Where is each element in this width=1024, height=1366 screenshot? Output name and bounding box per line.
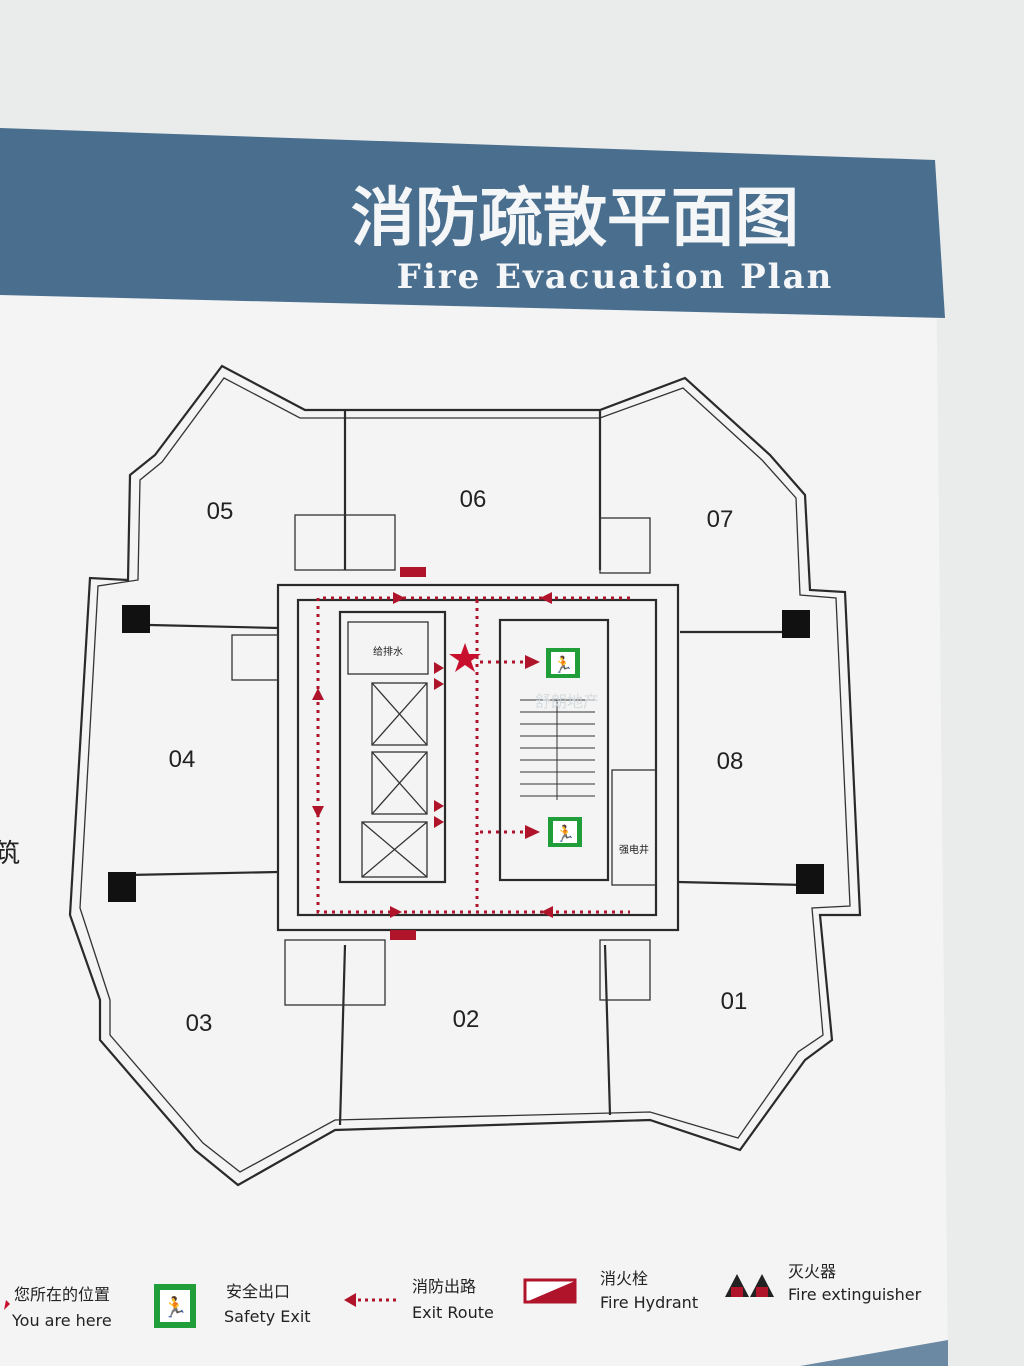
water-room-label: 给排水 [373,645,403,658]
fire-extinguisher-icon [725,1274,774,1297]
legend: 您所在的位置 You are here 🏃 安全出口 Safety Exit 消… [4,1262,922,1330]
room-label: 07 [707,506,734,533]
legend-en: Exit Route [412,1303,494,1322]
exit-route-arrow-icon [344,1293,398,1307]
legend-en: You are here [11,1311,112,1330]
legend-item-you-are-here: 您所在的位置 You are here [4,1285,112,1330]
sign-board [0,128,948,1366]
you-are-here-star-icon [449,643,481,672]
room-label: 06 [460,486,487,513]
legend-en: Safety Exit [224,1307,311,1326]
legend-item-exit-route: 消防出路 Exit Route [344,1277,494,1322]
room-label: 02 [453,1006,480,1033]
watermark: 舒朗地产 [535,692,599,711]
room-label: 01 [721,988,748,1015]
floor-plan: 给排水 强电井 舒朗地产 05 06 07 04 08 03 02 01 [68,364,862,1187]
legend-item-fire-extinguisher: 灭火器 Fire extinguisher [725,1262,922,1304]
column [782,610,810,638]
column [108,872,136,902]
room-label: 04 [169,746,196,773]
legend-en: Fire extinguisher [788,1285,922,1304]
elevator-shaft [338,610,447,884]
legend-item-fire-hydrant: 消火栓 Fire Hydrant [523,1269,698,1312]
title-en: Fire Evacuation Plan [397,257,834,297]
exit-routes [312,592,630,918]
legend-en: Fire Hydrant [600,1293,698,1312]
stairs [520,699,595,800]
water-room [347,621,429,675]
fire-hydrant-icon [523,1278,577,1304]
elevators [361,682,428,878]
core [276,583,680,932]
legend-cn: 灭火器 [788,1262,836,1281]
star-icon [4,1300,10,1310]
legend-cn: 安全出口 [226,1282,290,1301]
legend-cn: 消防出路 [412,1277,476,1296]
fire-hydrant-icon [390,930,416,940]
safety-exit-icon: 🏃 [154,1284,196,1328]
electric-room [611,769,657,886]
board-edge [800,1340,948,1366]
legend-cn: 您所在的位置 [14,1285,110,1304]
outer-wall [68,364,862,1187]
header-band [0,128,945,318]
fire-extinguisher-icon [434,662,444,828]
legend-cn: 消火栓 [600,1269,648,1288]
room-label: 05 [207,498,234,525]
side-fragment: 筑 [0,839,20,869]
fire-hydrant-icon [400,567,426,577]
svg-text:🏃: 🏃 [555,824,575,843]
room-label: 08 [717,748,744,775]
stairwell [498,618,610,882]
safety-exit-icon: 🏃 [546,648,580,678]
safety-exit-icon: 🏃 [548,817,582,847]
column [796,864,824,894]
legend-item-safety-exit: 🏃 安全出口 Safety Exit [154,1282,311,1328]
column [122,605,150,633]
inner-wall [79,377,851,1173]
svg-text:🏃: 🏃 [163,1295,188,1319]
room-label: 03 [186,1010,213,1037]
title-cn: 消防疏散平面图 [351,181,799,256]
electric-room-label: 强电井 [619,843,649,856]
svg-text:🏃: 🏃 [553,655,573,674]
